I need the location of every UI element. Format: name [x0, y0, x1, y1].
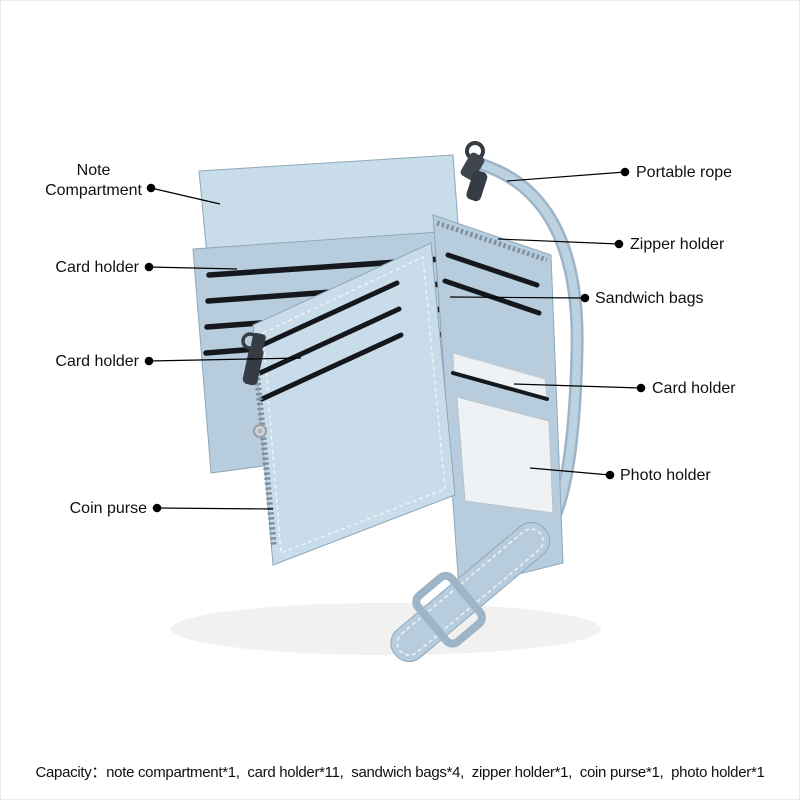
label-coin-purse: Coin purse	[69, 500, 147, 517]
middle-card-panel	[252, 242, 456, 566]
label-card-holder-left-top: Card holder	[55, 259, 139, 276]
label-card-holder-left-mid: Card holder	[55, 353, 139, 370]
capacity-caption: Capacity：note compartment*1, card holder…	[35, 764, 765, 781]
photo-window	[456, 396, 554, 514]
main-zipper-teeth	[436, 220, 548, 263]
label-card-holder-right: Card holder	[652, 380, 736, 397]
label-zipper-holder: Zipper holder	[630, 236, 725, 253]
callout-lines	[144, 167, 646, 513]
coin-purse-zipper	[241, 332, 277, 548]
label-photo-holder: Photo holder	[620, 467, 711, 484]
right-panel	[432, 214, 564, 590]
strap-buckle	[390, 522, 550, 663]
wrist-strap-icon	[476, 158, 584, 536]
label-portable-rope: Portable rope	[636, 164, 733, 181]
label-note-compartment: Note Compartment	[45, 162, 142, 199]
buckle-icon	[412, 571, 486, 648]
wallet-shadow	[171, 603, 601, 655]
label-sandwich-bags: Sandwich bags	[595, 290, 704, 307]
zipper-hardware-icon	[460, 141, 488, 202]
